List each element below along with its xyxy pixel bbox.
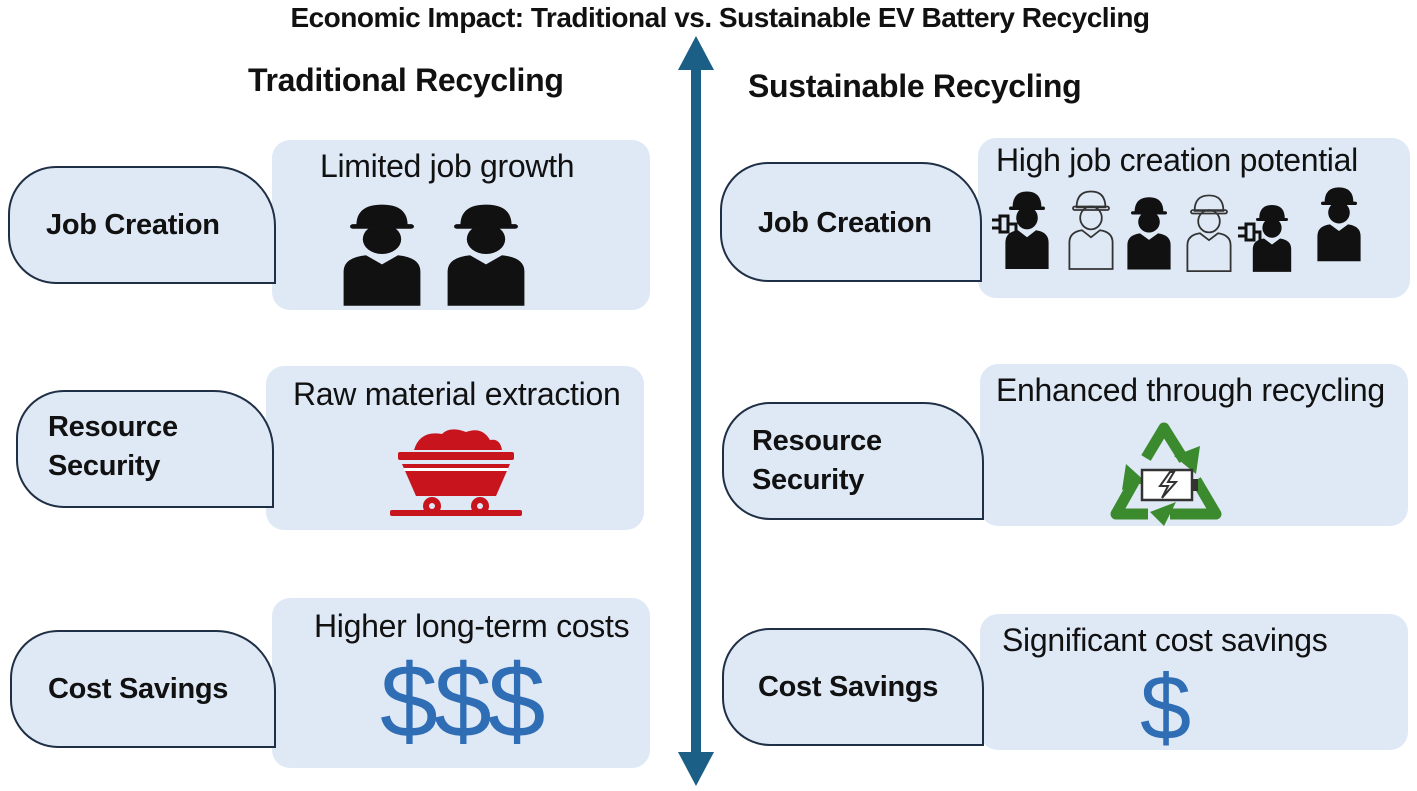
divider-double-arrow (678, 36, 714, 786)
traditional-cost-description: Higher long-term costs (314, 608, 630, 644)
sustainable-resource-description: Enhanced through recycling (996, 372, 1385, 408)
sustainable-workers-icon (992, 187, 1361, 273)
traditional-cost-label: Cost Savings (48, 673, 229, 705)
traditional-job-label: Job Creation (46, 209, 220, 241)
sustainable-cost-panel (980, 614, 1408, 750)
traditional-job-description: Limited job growth (320, 148, 575, 184)
sustainable-heading: Sustainable Recycling (748, 68, 1082, 104)
sustainable-job-tab (720, 162, 982, 282)
recycle-battery-icon (1110, 422, 1222, 526)
sustainable-resource-tab (722, 402, 984, 520)
traditional-resource-description: Raw material extraction (293, 376, 621, 412)
traditional-cost-tab (10, 630, 276, 748)
traditional-cost-panel (272, 598, 650, 768)
sustainable-job-label: Job Creation (758, 207, 932, 239)
sustainable-cost-tab (722, 628, 984, 746)
triple-dollar-icon: $$$ (380, 644, 546, 760)
sustainable-resource-panel (980, 364, 1408, 526)
sustainable-resource-label: Resource Security (752, 425, 882, 497)
traditional-heading: Traditional Recycling (248, 62, 564, 98)
traditional-resource-tab (16, 390, 274, 508)
traditional-workers-icon (343, 204, 525, 306)
diagram-title: Economic Impact: Traditional vs. Sustain… (290, 2, 1150, 33)
traditional-resource-label: Resource Security (48, 411, 178, 483)
mine-cart-icon (390, 429, 522, 516)
sustainable-cost-label: Cost Savings (758, 671, 939, 703)
sustainable-cost-description: Significant cost savings (1002, 622, 1328, 658)
single-dollar-icon: $ (1140, 657, 1192, 759)
traditional-job-tab (8, 166, 276, 284)
sustainable-job-description: High job creation potential (996, 142, 1358, 178)
